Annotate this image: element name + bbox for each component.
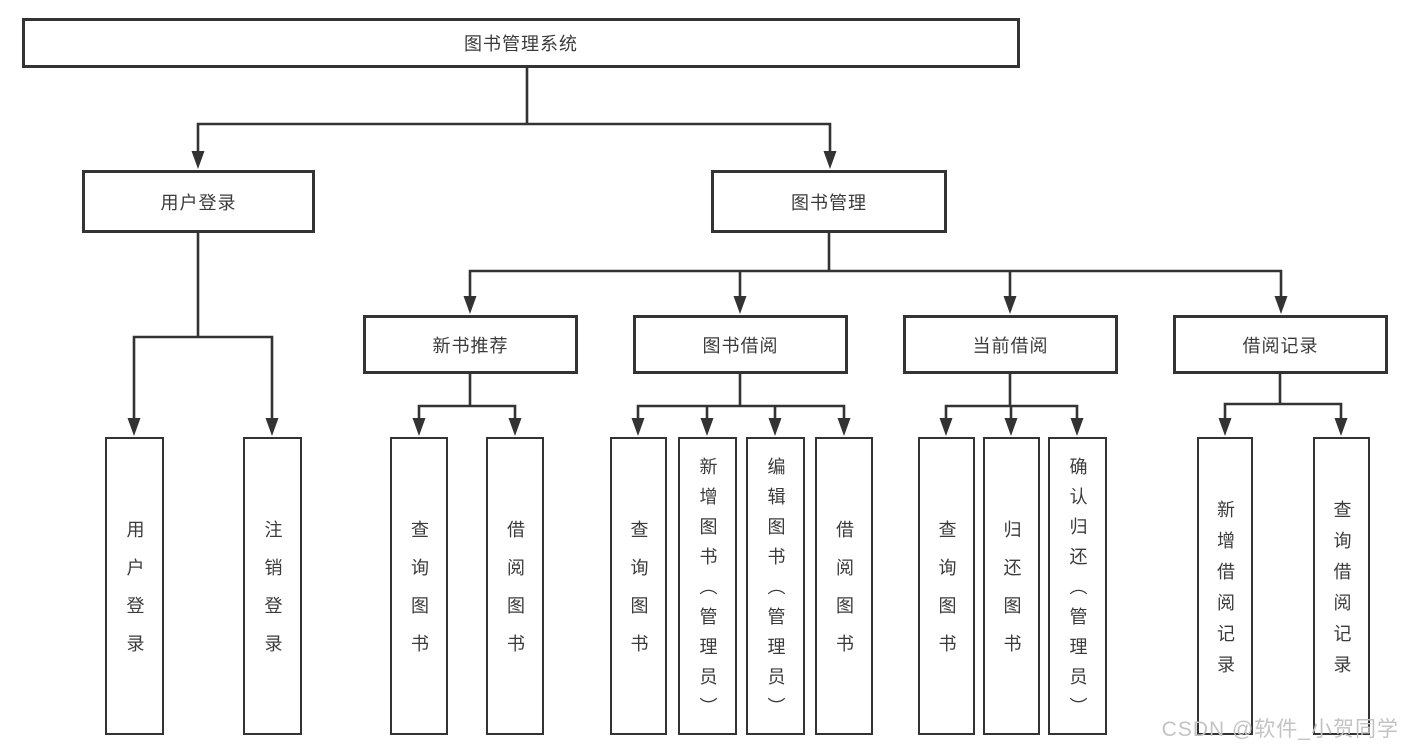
node-user-login-label: 用户登录 <box>160 192 237 213</box>
leaf-add-book-admin: 新增图书（管理员） <box>678 437 737 735</box>
leaf-user-login-label: 用户登录 <box>124 520 145 672</box>
node-book-borrowing-label: 图书借阅 <box>702 335 779 356</box>
node-book-management-branch: 图书管理 <box>711 170 947 233</box>
leaf-borrow-books-borrowing: 借阅图书 <box>815 437 873 735</box>
leaf-logout: 注销登录 <box>243 437 302 735</box>
leaf-query-books-recommend: 查询图书 <box>390 437 448 735</box>
node-root-label: 图书管理系统 <box>464 34 578 54</box>
node-current-borrowing: 当前借阅 <box>903 315 1118 374</box>
leaf-edit-book-admin: 编辑图书（管理员） <box>746 437 805 735</box>
wire-records-to-leaves <box>1223 372 1343 422</box>
leaf-borrow-books-recommend: 借阅图书 <box>486 437 544 735</box>
leaf-query-borrow-record-label: 查询借阅记录 <box>1331 499 1352 686</box>
node-root: 图书管理系统 <box>22 18 1020 68</box>
wire-recommend-to-leaves <box>417 372 517 422</box>
node-book-management-label: 图书管理 <box>791 192 867 213</box>
wire-current-to-leaves <box>944 372 1079 422</box>
leaf-return-book: 归还图书 <box>983 437 1040 735</box>
node-book-borrowing: 图书借阅 <box>633 315 848 374</box>
wire-borrowing-to-leaves <box>636 372 846 422</box>
leaf-query-books-current-label: 查询图书 <box>936 520 957 672</box>
leaf-query-books-borrowing-label: 查询图书 <box>628 520 649 672</box>
wire-login-to-leaves <box>132 231 274 422</box>
wire-root-to-level2 <box>196 66 832 154</box>
leaf-add-book-admin-label: 新增图书（管理员） <box>697 457 718 727</box>
node-user-login-branch: 用户登录 <box>82 170 315 233</box>
leaf-query-books-current: 查询图书 <box>918 437 975 735</box>
leaf-confirm-return-admin-label: 确认归还（管理员） <box>1067 457 1088 727</box>
leaf-add-borrow-record-label: 新增借阅记录 <box>1215 499 1235 686</box>
wire-manage-to-groups <box>468 231 1283 300</box>
leaf-logout-label: 注销登录 <box>262 520 283 672</box>
node-current-borrowing-label: 当前借阅 <box>972 335 1049 356</box>
leaf-add-borrow-record: 新增借阅记录 <box>1197 437 1253 735</box>
leaf-return-book-label: 归还图书 <box>1001 520 1022 672</box>
leaf-borrow-books-borrowing-label: 借阅图书 <box>834 520 854 672</box>
leaf-borrow-books-recommend-label: 借阅图书 <box>505 520 525 672</box>
leaf-edit-book-admin-label: 编辑图书（管理员） <box>765 457 786 727</box>
leaf-confirm-return-admin: 确认归还（管理员） <box>1048 437 1107 735</box>
leaf-query-borrow-record: 查询借阅记录 <box>1313 437 1370 735</box>
csdn-watermark: CSDN @软件_小贺同学 <box>1161 718 1399 741</box>
leaf-query-books-recommend-label: 查询图书 <box>409 520 429 672</box>
node-new-book-recommend: 新书推荐 <box>363 315 578 374</box>
leaf-query-books-borrowing: 查询图书 <box>610 437 667 735</box>
node-borrowing-records-label: 借阅记录 <box>1242 335 1319 356</box>
node-borrowing-records: 借阅记录 <box>1173 315 1388 374</box>
node-new-book-recommend-label: 新书推荐 <box>432 335 509 356</box>
leaf-user-login: 用户登录 <box>105 437 164 735</box>
